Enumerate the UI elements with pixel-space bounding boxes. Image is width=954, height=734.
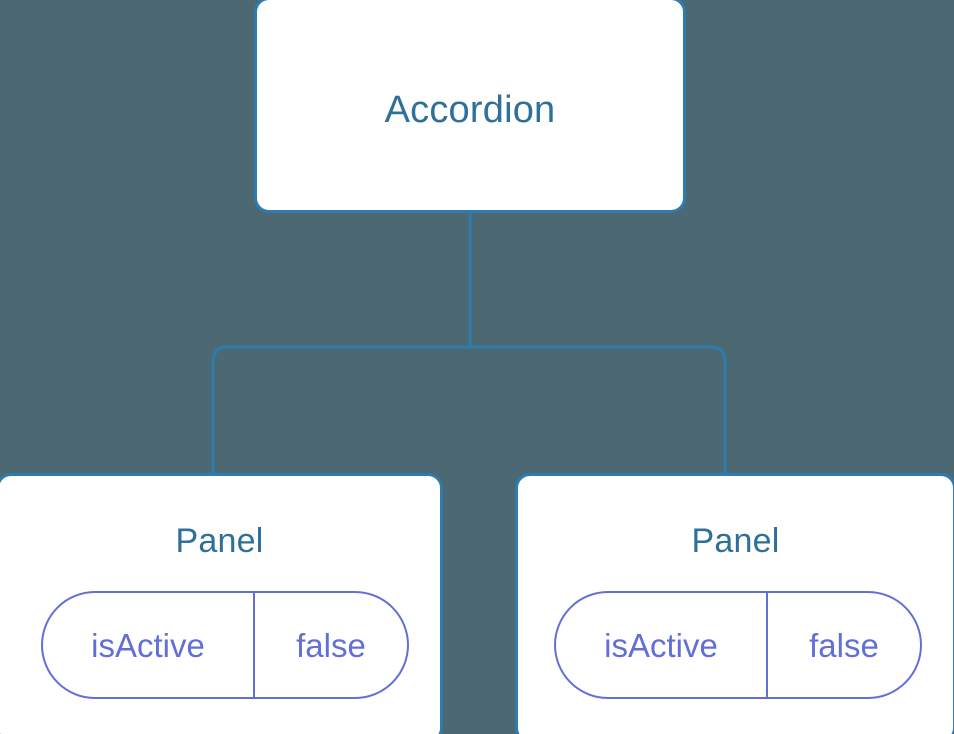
node-accordion[interactable]: Accordion [254,0,686,213]
node-panel-left[interactable]: Panel isActive false [0,473,443,734]
edge-root-to-panel-right [470,345,727,476]
prop-pill-isactive-left[interactable]: isActive false [41,591,409,699]
prop-value-label: false [809,626,879,664]
node-panel-left-label: Panel [175,522,264,560]
prop-key-label: isActive [556,593,768,697]
prop-key-label: isActive [43,593,255,697]
edge-root-to-panel-left [211,345,470,476]
prop-pill-isactive-right[interactable]: isActive false [554,591,922,699]
node-panel-right-label: Panel [691,522,780,560]
node-accordion-label: Accordion [384,89,556,131]
node-panel-right[interactable]: Panel isActive false [515,473,954,734]
prop-value-label: false [296,626,366,664]
